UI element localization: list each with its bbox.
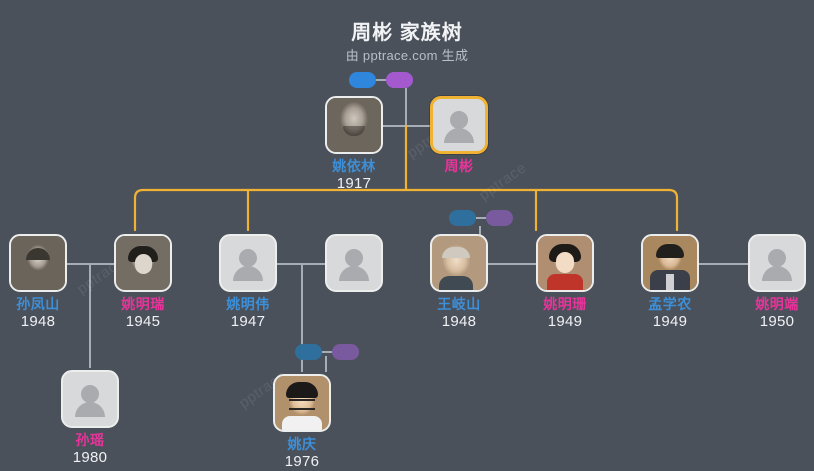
pill-link [322,351,332,353]
person-name: 姚庆 [287,436,317,452]
placeholder-person-icon [239,248,257,267]
marriage-badge-gen1 [349,72,413,88]
placeholder-person-icon [75,402,105,418]
person-node-sun-yao[interactable]: 孙瑶 1980 [58,370,122,467]
person-node-yao-mingrui[interactable]: 姚明瑞 1945 [111,234,175,331]
person-name: 姚明伟 [226,296,270,312]
placeholder-person-icon [345,248,363,267]
female-pill-icon [386,72,413,88]
parent-bus-gen1 [133,124,679,232]
avatar[interactable] [9,234,67,292]
person-node-zhou-bin[interactable]: 周彬 [427,96,491,175]
person-year: 1980 [72,449,108,466]
female-pill-icon [486,210,513,226]
avatar[interactable] [536,234,594,292]
person-name: 姚明端 [755,296,799,312]
person-name: 姚依林 [332,158,376,174]
male-pill-icon [449,210,476,226]
avatar[interactable] [325,234,383,292]
marriage-badge-wang [449,210,513,226]
person-node-yao-mingwei-spouse[interactable] [322,234,386,296]
person-node-wang-qishan[interactable]: 王岐山 1948 [427,234,491,331]
photo-bw-portrait-icon [11,236,65,290]
person-name: 姚明瑞 [121,296,165,312]
person-name: 孙瑶 [75,432,105,448]
person-node-yao-yilin[interactable]: 姚依林 1917 [322,96,386,193]
male-pill-icon [295,344,322,360]
avatar[interactable] [61,370,119,428]
person-year: 1948 [20,313,56,330]
pill-link [476,217,486,219]
marriage-badge-yao-qing [295,344,359,360]
person-year: 1948 [441,313,477,330]
person-year: 1949 [547,313,583,330]
person-node-yao-mingshan[interactable]: 姚明珊 1949 [533,234,597,331]
person-node-meng-xuenong[interactable]: 孟学农 1949 [638,234,702,331]
page-subtitle: 由 pptrace.com 生成 [345,48,469,63]
person-node-yao-mingduan[interactable]: 姚明端 1950 [745,234,809,331]
avatar[interactable] [114,234,172,292]
person-year: 1947 [230,313,266,330]
avatar[interactable] [219,234,277,292]
person-node-yao-qing[interactable]: 姚庆 1976 [270,374,334,471]
person-node-sun-fengshan[interactable]: 孙凤山 1948 [6,234,70,331]
placeholder-person-icon [768,248,786,267]
placeholder-person-icon [444,127,474,143]
placeholder-person-icon [450,111,468,130]
person-name: 孙凤山 [16,296,60,312]
placeholder-person-icon [81,384,99,403]
person-year: 1950 [759,313,795,330]
person-name: 王岐山 [437,296,481,312]
person-year: 1949 [652,313,688,330]
page-title: 周彬 家族树 [351,22,463,44]
avatar[interactable] [430,96,488,154]
person-node-yao-mingwei[interactable]: 姚明伟 1947 [216,234,280,331]
placeholder-person-icon [233,266,263,282]
avatar[interactable] [325,96,383,154]
person-year: 1976 [284,453,320,470]
avatar[interactable] [748,234,806,292]
male-pill-icon [349,72,376,88]
person-name: 孟学农 [648,296,692,312]
avatar[interactable] [273,374,331,432]
photo-bw-portrait-icon [327,98,381,152]
placeholder-person-icon [339,266,369,282]
person-year: 1945 [125,313,161,330]
avatar[interactable] [430,234,488,292]
pill-link [376,79,386,81]
female-pill-icon [332,344,359,360]
avatar[interactable] [641,234,699,292]
person-name: 姚明珊 [543,296,587,312]
person-name: 周彬 [444,158,474,174]
person-year: 1917 [336,175,372,192]
placeholder-person-icon [762,266,792,282]
